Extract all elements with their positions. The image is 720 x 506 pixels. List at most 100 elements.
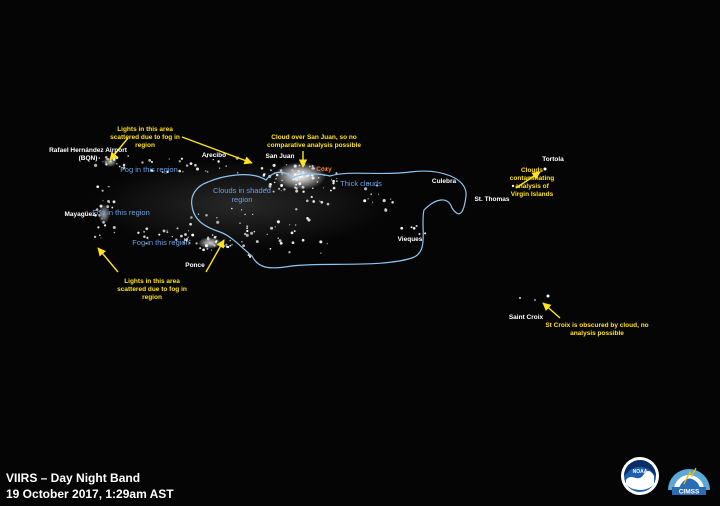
city-light-dot xyxy=(320,200,324,204)
city-light-dot xyxy=(143,230,146,233)
city-light-dot xyxy=(137,231,140,235)
city-light-dot xyxy=(332,182,335,185)
st-croix-light-3 xyxy=(534,299,536,301)
city-light-dot xyxy=(158,233,161,236)
arrow-virgin-islands xyxy=(515,171,541,189)
city-light-dot xyxy=(418,232,421,236)
city-light-dot xyxy=(212,158,214,161)
city-light-dot xyxy=(113,231,116,234)
city-light-dot xyxy=(112,225,116,230)
city-light-dot xyxy=(278,187,281,190)
region-shaded: Clouds in shaded region xyxy=(213,186,271,204)
city-light-dot xyxy=(242,244,245,248)
annotation-st-croix: St Croix is obscured by cloud, no analys… xyxy=(545,322,649,337)
city-light-dot xyxy=(231,207,233,210)
city-light-dot xyxy=(290,231,294,235)
city-light-dot xyxy=(280,190,282,192)
city-light-dot xyxy=(332,179,335,183)
city-light-dot xyxy=(295,224,297,226)
label-culebra: Culebra xyxy=(431,178,457,185)
city-light-dot xyxy=(330,179,333,181)
city-light-dot xyxy=(382,199,386,203)
city-light-dot xyxy=(295,189,299,193)
city-light-dot xyxy=(246,229,249,233)
city-light-dot xyxy=(150,169,154,172)
city-light-dot xyxy=(173,242,175,244)
city-light-dot xyxy=(217,160,220,163)
city-light-dot xyxy=(239,222,241,224)
city-light-dot xyxy=(266,233,268,235)
city-light-dot xyxy=(178,169,181,173)
label-arecibo: Arecibo xyxy=(201,152,227,159)
city-light-dot xyxy=(99,234,101,237)
label-mayaguez: Mayagüez xyxy=(64,211,96,218)
city-light-dot xyxy=(325,168,328,170)
city-light-dot xyxy=(194,163,197,167)
city-light-dot xyxy=(272,190,275,193)
city-light-dot xyxy=(253,230,256,233)
label-ponce: Ponce xyxy=(185,262,205,269)
city-light-dot xyxy=(336,180,338,182)
city-light-dot xyxy=(335,172,338,175)
city-light-dot xyxy=(247,254,250,257)
city-light-dot xyxy=(127,155,130,157)
city-light-dot xyxy=(187,236,189,238)
city-light-dot xyxy=(100,237,102,239)
city-light-dot xyxy=(279,241,283,245)
city-light-dot xyxy=(311,196,314,199)
city-light-dot xyxy=(370,193,373,196)
city-light-dot xyxy=(302,190,305,193)
city-light-dot xyxy=(278,239,282,243)
city-light-dot xyxy=(424,232,427,235)
city-light-dot xyxy=(305,199,309,203)
city-light-dot xyxy=(384,208,387,211)
city-light-dot xyxy=(95,157,98,159)
city-light-dot xyxy=(205,213,208,217)
city-light-dot xyxy=(202,248,205,252)
city-light-dot xyxy=(412,227,416,230)
city-light-dot xyxy=(96,185,100,189)
city-light-dot xyxy=(265,188,267,190)
city-light-dot xyxy=(207,171,209,173)
city-light-dot xyxy=(236,171,239,174)
city-light-dot xyxy=(143,235,146,238)
city-light-dot xyxy=(191,233,195,237)
city-light-dot xyxy=(277,237,279,239)
city-light-dot xyxy=(161,171,164,173)
cimss-logo: CIMSS xyxy=(668,467,710,496)
city-light-dot xyxy=(375,184,379,187)
st-croix-light xyxy=(546,294,550,298)
city-light-dot xyxy=(187,230,190,232)
caption-instrument: VIIRS – Day Night Band xyxy=(6,471,141,485)
city-light-dot xyxy=(166,229,168,231)
caption-datetime: 19 October 2017, 1:29am AST xyxy=(6,487,174,501)
city-light-dot xyxy=(229,244,232,247)
image-caption: VIIRS – Day Night Band 19 October 2017, … xyxy=(6,470,174,502)
city-light-dot xyxy=(244,213,246,216)
city-light-dot xyxy=(146,236,149,239)
city-light-dot xyxy=(400,226,404,230)
city-light-dot xyxy=(123,166,126,169)
city-light-dot xyxy=(185,164,189,167)
city-light-dot xyxy=(166,231,169,234)
city-light-dot xyxy=(206,156,208,158)
arrow-st-croix xyxy=(542,302,561,319)
city-light-dot xyxy=(199,247,202,250)
city-light-dot xyxy=(211,234,214,236)
label-city-marker: Cozy xyxy=(316,166,332,173)
city-light-dot xyxy=(98,157,101,159)
city-light-dot xyxy=(241,240,243,243)
city-light-dot xyxy=(190,216,193,219)
city-light-dot xyxy=(93,235,97,239)
city-light-dot xyxy=(319,240,323,244)
city-light-dot xyxy=(94,214,97,217)
arrow-fog-south-2 xyxy=(205,239,225,273)
label-st-thomas: St. Thomas xyxy=(474,196,510,203)
city-light-dot xyxy=(223,245,226,247)
city-light-dot xyxy=(301,238,305,242)
city-light-dot xyxy=(255,240,259,244)
city-light-dot xyxy=(272,164,275,166)
city-light-dot xyxy=(245,233,249,237)
city-light-dot xyxy=(246,225,249,228)
